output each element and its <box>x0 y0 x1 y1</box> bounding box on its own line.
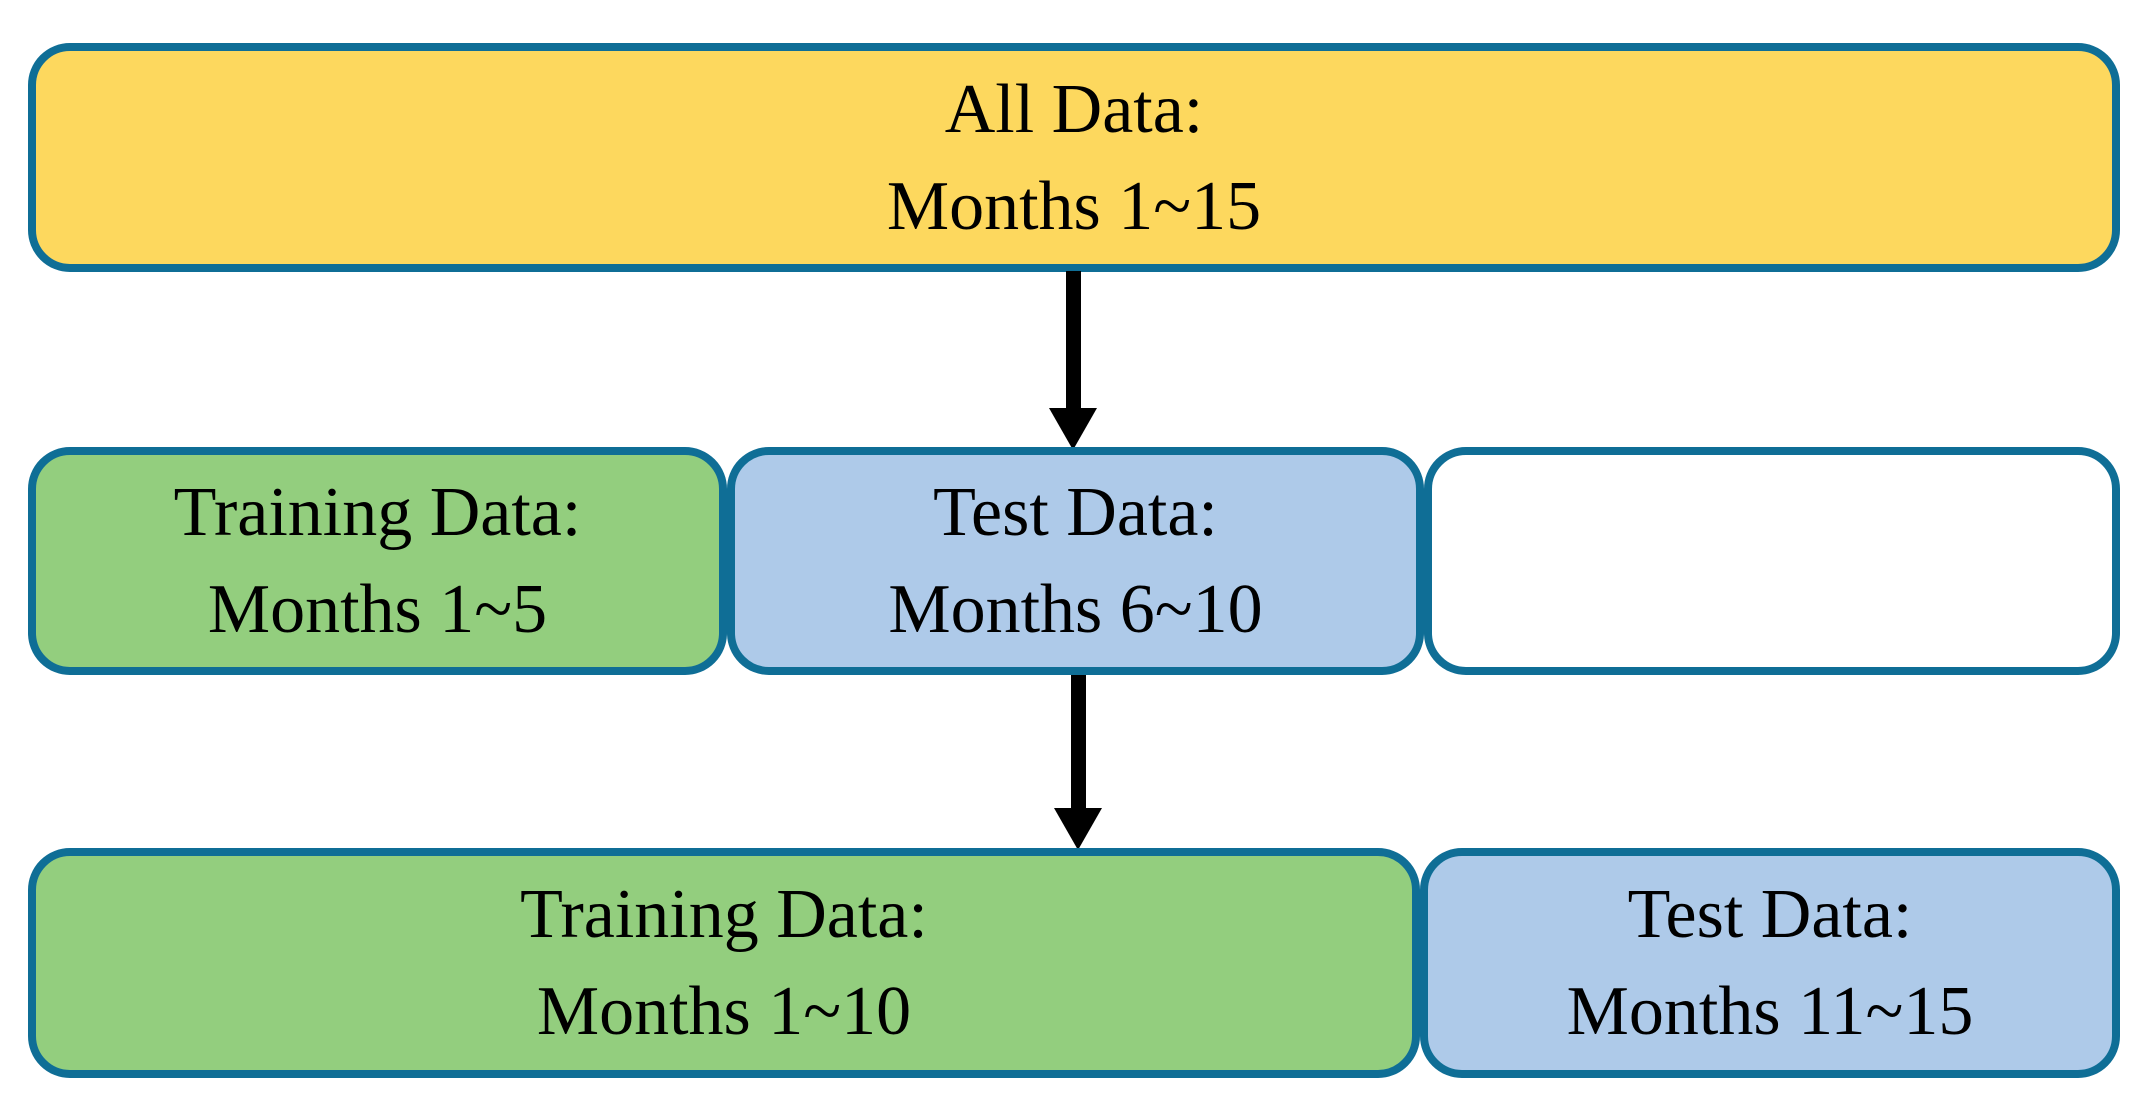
all-data-label-line2: Months 1~15 <box>886 167 1262 245</box>
all-data-box: All Data: Months 1~15 <box>28 43 2120 272</box>
test-6-10-label-line2: Months 6~10 <box>888 571 1263 648</box>
training-data-1-10-box: Training Data: Months 1~10 <box>28 848 1420 1078</box>
test-6-10-label-line1: Test Data: <box>933 474 1218 551</box>
test-data-11-15-box: Test Data: Months 11~15 <box>1420 848 2120 1078</box>
test-data-6-10-box: Test Data: Months 6~10 <box>727 447 1424 675</box>
training-1-5-label-line2: Months 1~5 <box>207 571 548 648</box>
training-1-10-label-line1: Training Data: <box>520 876 928 953</box>
arrow-shaft <box>1071 675 1086 810</box>
test-11-15-label-line1: Test Data: <box>1627 876 1913 953</box>
all-data-label-line1: All Data: <box>944 70 1204 148</box>
empty-placeholder-box <box>1424 447 2120 675</box>
training-1-5-label-line1: Training Data: <box>173 474 582 551</box>
training-1-10-label-line2: Months 1~10 <box>536 973 912 1050</box>
arrow-shaft <box>1066 271 1081 410</box>
arrow-head <box>1054 808 1102 850</box>
test-11-15-label-line2: Months 11~15 <box>1566 973 1974 1050</box>
arrow-head <box>1049 408 1097 450</box>
training-data-1-5-box: Training Data: Months 1~5 <box>28 447 727 675</box>
